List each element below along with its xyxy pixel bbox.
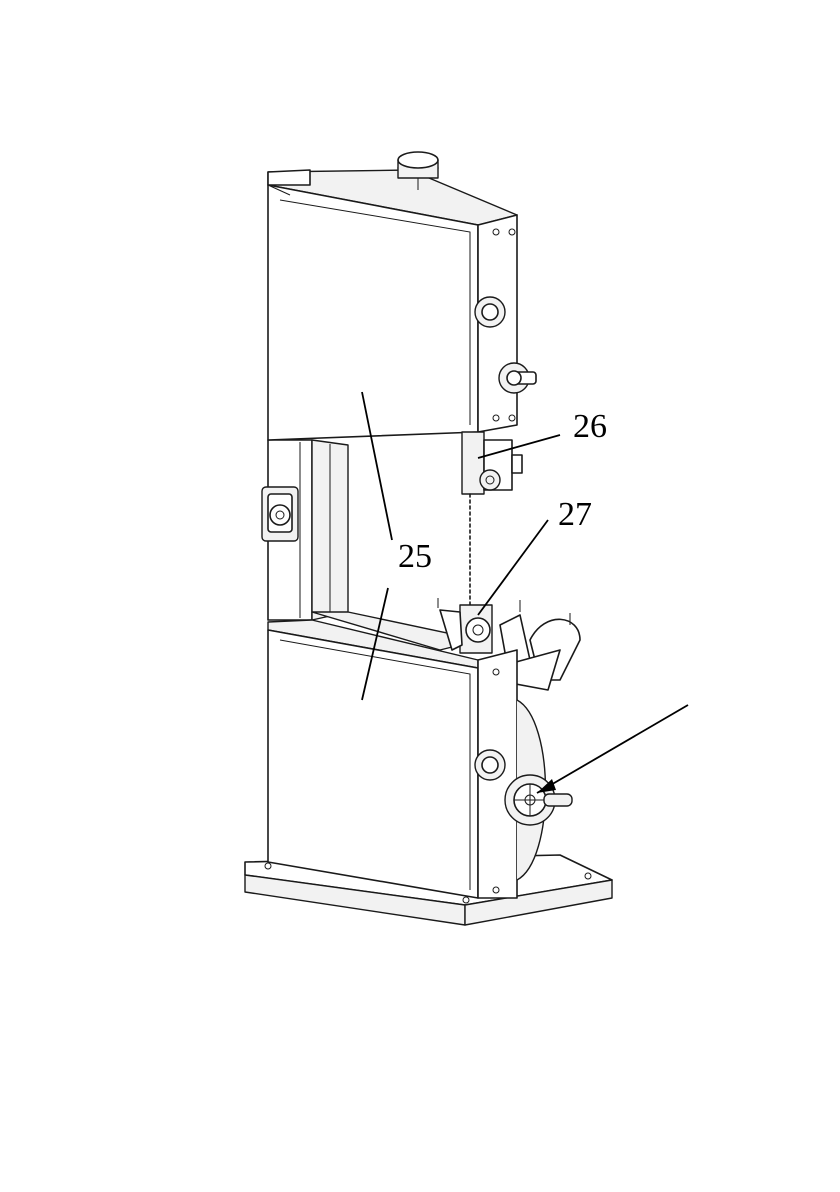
- upper-wheel-housing: [268, 152, 536, 440]
- tilt-handwheel: [505, 775, 572, 825]
- power-switch: [262, 487, 298, 541]
- callout-label-27: 27: [558, 496, 592, 533]
- leader-27: [478, 520, 548, 615]
- lower-wheel-housing: [268, 620, 546, 898]
- upper-blade-guide: [462, 432, 522, 494]
- callout-label-25: 25: [398, 538, 432, 575]
- leader-handwheel: [537, 705, 688, 793]
- callout-label-26: 26: [573, 408, 607, 445]
